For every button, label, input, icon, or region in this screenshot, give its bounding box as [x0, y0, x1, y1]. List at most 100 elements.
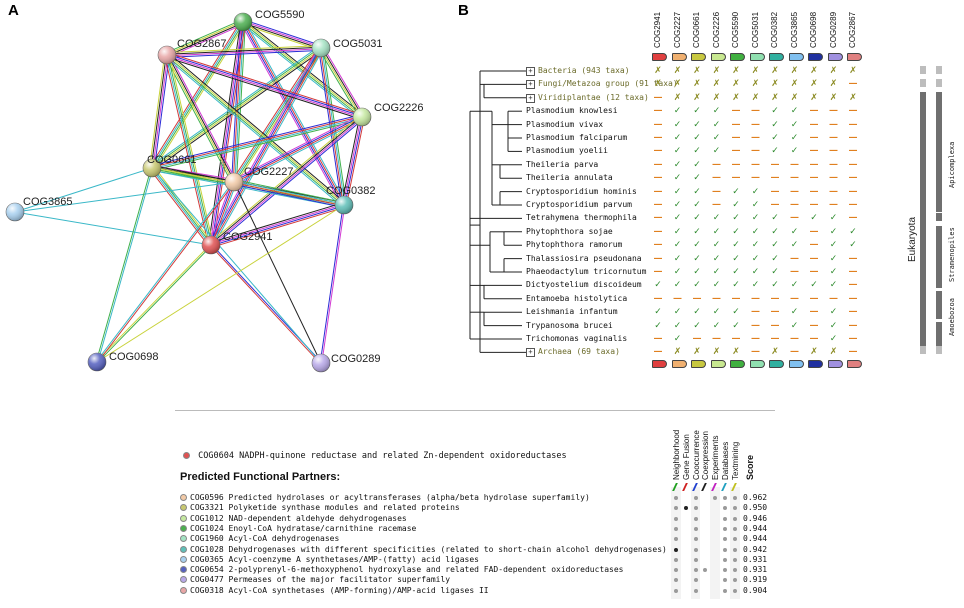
taxon-name: Trichomonas vaginalis — [526, 334, 628, 343]
partner-row[interactable]: COG0654 2-polyprenyl-6-methoxyphenol hyd… — [180, 565, 623, 575]
node-highlight — [234, 13, 252, 31]
cog-column-label[interactable]: COG5031 — [750, 11, 760, 48]
cog-column-label[interactable]: COG0661 — [692, 11, 701, 48]
partial-check-icon: ✗ — [712, 92, 721, 103]
network-edge — [164, 55, 233, 184]
absent-mark: — — [809, 307, 819, 318]
taxon-group[interactable]: Fungi/Metazoa group (91 taxa) — [538, 79, 678, 89]
evidence-dot — [693, 588, 698, 593]
partner-id: COG0477 — [190, 575, 229, 585]
network-node[interactable]: COG5590 — [233, 9, 305, 32]
kinetoplastid-bar — [936, 322, 942, 350]
partner-row[interactable]: COG3321 Polyketide synthase modules and … — [180, 503, 460, 513]
evidence-dot — [732, 578, 737, 583]
partner-row[interactable]: COG0477 Permeases of the major facilitat… — [180, 575, 450, 585]
evidence-header[interactable]: Databases — [721, 441, 730, 480]
network-node[interactable]: COG0661 — [142, 154, 197, 178]
query-protein-row[interactable]: COG0604 NADPH-quinone reductase and rela… — [183, 451, 567, 461]
expand-group-icon[interactable]: + — [526, 67, 535, 76]
group-bar — [936, 66, 942, 74]
node-highlight — [143, 159, 161, 177]
absent-mark: — — [770, 159, 780, 170]
absent-mark: — — [712, 334, 721, 344]
evidence-header[interactable]: Neighborhood — [672, 429, 681, 480]
taxon-name: Phytophthora ramorum — [526, 240, 623, 250]
network-edge — [321, 47, 364, 117]
network-node[interactable]: COG0382 — [326, 185, 376, 215]
cog-column-label[interactable]: COG3865 — [789, 11, 799, 48]
absent-mark: — — [829, 106, 838, 117]
cog-column-label[interactable]: COG0289 — [828, 11, 838, 48]
absent-mark: — — [848, 280, 858, 291]
absent-mark: — — [848, 186, 858, 197]
node-label: COG2226 — [374, 102, 424, 114]
network-node[interactable]: COG0698 — [87, 351, 159, 372]
node-label: COG0661 — [147, 154, 197, 166]
present-check-icon: ✓ — [693, 200, 701, 210]
present-check-icon: ✓ — [673, 320, 682, 331]
network-edge — [345, 117, 365, 206]
cog-column-label[interactable]: COG5590 — [731, 11, 740, 48]
cog-column-label[interactable]: COG2227 — [672, 11, 682, 48]
expand-group-icon[interactable]: + — [526, 80, 535, 90]
cog-column-label[interactable]: COG2941 — [653, 11, 662, 48]
partner-row[interactable]: COG1024 Enoyl-CoA hydratase/carnithine r… — [180, 524, 416, 534]
present-check-icon: ✓ — [732, 240, 740, 251]
network-node[interactable]: COG5031 — [311, 38, 383, 58]
taxon-name: Phaeodactylum tricornutum — [526, 267, 647, 276]
partner-score: 0.944 — [743, 534, 768, 544]
cog-column-label[interactable]: COG0698 — [809, 11, 818, 48]
present-check-icon: ✓ — [829, 226, 838, 237]
absent-mark: — — [751, 347, 760, 358]
partner-row[interactable]: COG0365 Acyl-coenzyme A synthetases/AMP-… — [180, 555, 479, 565]
network-edge — [152, 118, 363, 171]
evidence-header[interactable]: Coexpression — [701, 431, 711, 480]
network-node[interactable]: COG3865 — [5, 196, 73, 222]
absent-mark: — — [770, 334, 780, 344]
partner-row[interactable]: COG0596 Predicted hydrolases or acyltran… — [180, 493, 590, 503]
evidence-header[interactable]: Experiments — [711, 435, 721, 480]
partial-check-icon: ✗ — [771, 347, 779, 358]
taxon-group[interactable]: Archaea (69 taxa) — [538, 347, 620, 357]
network-edge — [209, 47, 321, 245]
cog-column-label[interactable]: COG2867 — [848, 11, 857, 48]
network-node[interactable]: COG2227 — [224, 166, 294, 192]
evidence-dot — [732, 537, 737, 542]
taxon-group[interactable]: Bacteria (943 taxa) — [538, 66, 630, 75]
absent-mark: — — [653, 119, 663, 130]
cog-column-label[interactable]: COG0382 — [770, 11, 779, 48]
network-edge — [212, 48, 324, 247]
evidence-header[interactable]: Cooccurrence — [691, 430, 701, 480]
taxon-group[interactable]: Viridiplantae (12 taxa) — [538, 92, 649, 102]
expand-group-icon[interactable]: + — [526, 93, 535, 103]
partner-color-icon — [180, 545, 187, 553]
evidence-dot — [723, 588, 727, 593]
node-highlight — [202, 236, 220, 254]
absent-mark: — — [653, 334, 663, 344]
evidence-dot — [723, 547, 727, 552]
network-node[interactable]: COG0289 — [311, 353, 381, 373]
network-node[interactable]: COG2941 — [201, 231, 273, 255]
partner-row[interactable]: COG0318 Acyl-CoA synthetases (AMP-formin… — [180, 586, 489, 596]
evidence-header[interactable]: Textmining — [730, 441, 740, 480]
partial-check-icon: ✗ — [712, 347, 721, 358]
evidence-header[interactable]: Gene Fusion — [681, 434, 691, 480]
evidence-dot — [723, 568, 727, 573]
network-edge — [168, 53, 237, 182]
present-check-icon: ✓ — [771, 119, 779, 130]
network-edge — [211, 205, 345, 247]
cog-column-label[interactable]: COG2226 — [711, 11, 721, 48]
expand-group-icon[interactable]: + — [526, 348, 535, 358]
present-check-icon: ✓ — [790, 307, 799, 318]
network-edge — [168, 54, 214, 245]
taxon-name: Plasmodium knowlesi — [526, 106, 618, 116]
network-node[interactable]: COG2226 — [352, 102, 424, 127]
taxon-name: Plasmodium vivax — [526, 119, 604, 129]
partner-row[interactable]: COG1028 Dehydrogenases with different sp… — [180, 545, 667, 555]
network-edge — [14, 167, 153, 213]
network-node[interactable]: COG2867 — [157, 38, 227, 65]
node-highlight — [353, 108, 371, 126]
partner-row[interactable]: COG1960 Acyl-CoA dehydrogenases — [180, 534, 339, 544]
partner-row[interactable]: COG1012 NAD-dependent aldehyde dehydroge… — [180, 514, 407, 524]
absent-mark: — — [790, 159, 799, 170]
